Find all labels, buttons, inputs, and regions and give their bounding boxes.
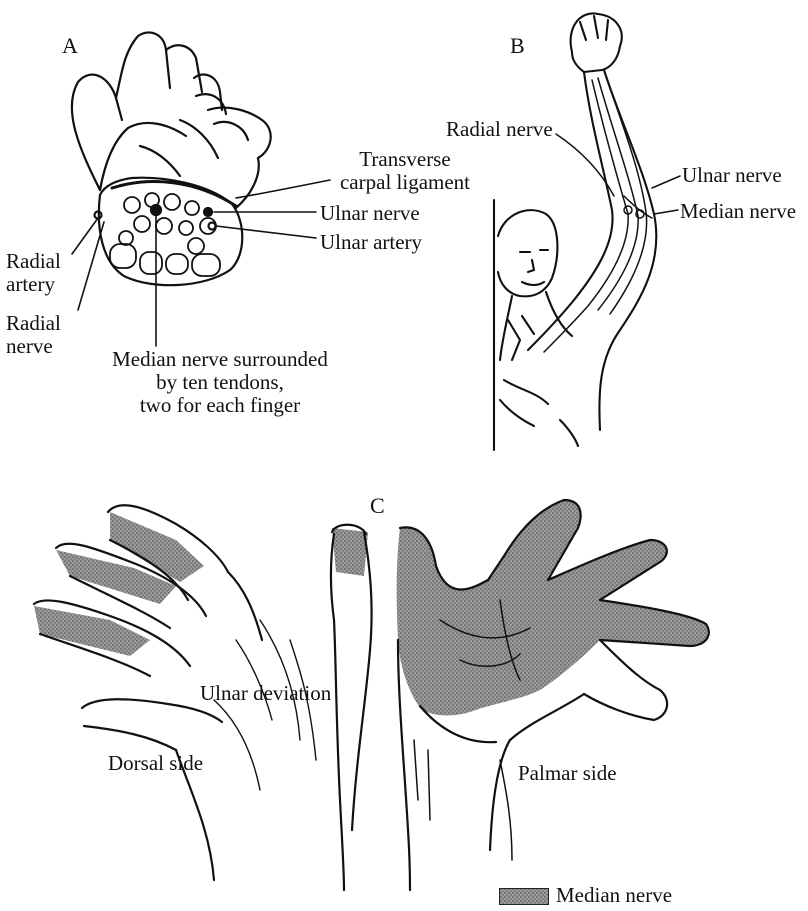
radial-nerve-label-b: Radial nerve [446, 118, 553, 141]
radial-artery-label-line2: artery [6, 273, 61, 296]
transverse-ligament-label: Transverse carpal ligament [322, 148, 488, 194]
ulnar-nerve-label-a: Ulnar nerve [320, 202, 420, 225]
dorsal-side-label: Dorsal side [108, 752, 203, 775]
arm-nerves [544, 76, 652, 352]
palmar-side-label: Palmar side [518, 762, 617, 785]
median-nerve-caption-line1: Median nerve surrounded [70, 348, 370, 371]
median-nerve-caption-line3: two for each finger [70, 394, 370, 417]
panel-c-letter: C [370, 494, 385, 517]
median-nerve-label-b: Median nerve [680, 200, 796, 223]
panel-b-drawing [494, 13, 680, 450]
ulnar-artery-section [209, 223, 216, 230]
tendons [110, 193, 220, 276]
palmar-hand [397, 500, 709, 890]
panel-c-drawing [34, 500, 709, 890]
median-nerve-caption-line2: by ten tendons, [70, 371, 370, 394]
radial-artery-label: Radial artery [6, 250, 61, 296]
panel-b-letter: B [510, 34, 525, 57]
radial-nerve-label-a-line2: nerve [6, 335, 61, 358]
median-nerve-caption: Median nerve surrounded by ten tendons, … [70, 348, 370, 417]
transverse-ligament-label-line2: carpal ligament [322, 171, 488, 194]
transverse-ligament-label-line1: Transverse [322, 148, 488, 171]
palmar-shading [397, 500, 709, 715]
raised-arm-outer [599, 70, 656, 430]
ulnar-deviation-label: Ulnar deviation [200, 682, 331, 705]
radial-nerve-label-a: Radial nerve [6, 312, 61, 358]
ulnar-nerve-label-b: Ulnar nerve [682, 164, 782, 187]
legend-label: Median nerve [556, 884, 672, 907]
panel-a-drawing [72, 32, 330, 346]
radial-artery-label-line1: Radial [6, 250, 61, 273]
torso [500, 292, 578, 446]
panel-a-letter: A [62, 34, 78, 57]
ulnar-nerve-section [204, 208, 212, 216]
radial-nerve-label-a-line1: Radial [6, 312, 61, 335]
ulnar-artery-label: Ulnar artery [320, 231, 422, 254]
legend-swatch [499, 888, 549, 905]
